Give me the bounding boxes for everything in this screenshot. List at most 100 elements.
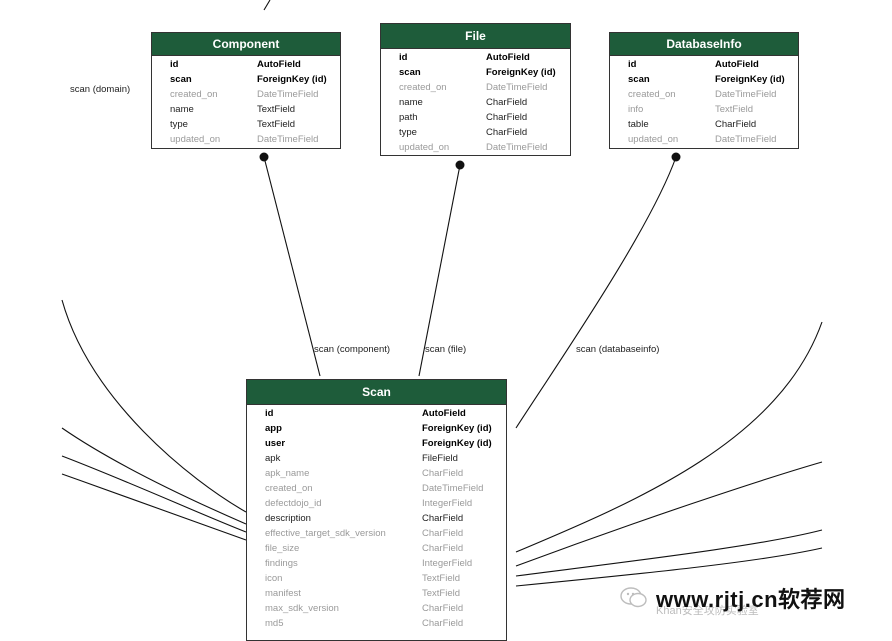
field-type: ForeignKey (id) [257, 74, 327, 85]
field-type: CharField [422, 468, 464, 479]
entity-title-scan: Scan [247, 380, 506, 405]
field-name: scan [628, 74, 650, 85]
field-name: manifest [265, 588, 301, 599]
field-type: AutoField [257, 59, 301, 70]
field-name: name [399, 97, 423, 108]
edge-right-4 [515, 547, 823, 587]
field-row: id AutoField [247, 406, 506, 421]
field-type: IntegerField [422, 498, 473, 509]
field-name: created_on [170, 89, 218, 100]
field-type: TextField [257, 119, 296, 130]
field-type: CharField [486, 127, 528, 138]
field-type: DateTimeField [257, 134, 319, 145]
field-type: CharField [486, 97, 528, 108]
field-type: TextField [715, 104, 754, 115]
field-name: name [170, 104, 194, 115]
field-type: AutoField [422, 408, 466, 419]
field-type: DateTimeField [257, 89, 319, 100]
field-type: AutoField [486, 52, 530, 63]
edge-left-4 [61, 473, 247, 541]
edge-right-1 [515, 321, 823, 553]
edge-file-scan [418, 164, 461, 377]
edge-left-2 [61, 427, 247, 525]
field-row: app ForeignKey (id) [247, 421, 506, 436]
field-row: apk FileField [247, 451, 506, 466]
field-name: effective_target_sdk_version [265, 528, 386, 539]
edge-left-3 [61, 455, 247, 533]
field-name: updated_on [399, 142, 450, 153]
field-type: CharField [422, 528, 464, 539]
edge-databaseinfo-scan [515, 156, 677, 429]
field-name: user [265, 438, 286, 449]
field-type: CharField [422, 603, 464, 614]
edge-left-1 [61, 299, 247, 513]
field-name: id [399, 52, 408, 63]
field-name: icon [265, 573, 283, 584]
field-name: max_sdk_version [265, 603, 339, 614]
field-name: apk [265, 453, 281, 464]
field-type: ForeignKey (id) [422, 423, 492, 434]
field-type: DateTimeField [486, 142, 548, 153]
field-row: manifest TextField [247, 586, 506, 601]
field-type: TextField [422, 588, 461, 599]
field-name: description [265, 513, 311, 524]
field-name: scan [170, 74, 192, 85]
field-type: CharField [422, 543, 464, 554]
field-name: file_size [265, 543, 300, 554]
edge-right-2 [515, 461, 823, 567]
field-name: info [628, 104, 644, 115]
field-name: id [265, 408, 274, 419]
field-row: effective_target_sdk_version CharField [247, 526, 506, 541]
watermark-text: www.rjtj.cn软荐网 [656, 587, 846, 612]
field-name: defectdojo_id [265, 498, 322, 509]
field-name: type [170, 119, 188, 130]
field-row: name CharField [381, 95, 570, 110]
field-type: FileField [422, 453, 458, 464]
field-name: app [265, 423, 282, 434]
field-type: AutoField [715, 59, 759, 70]
field-row: file_size CharField [247, 541, 506, 556]
entity-title-file: File [381, 24, 570, 49]
field-type: ForeignKey (id) [422, 438, 492, 449]
field-type: DateTimeField [715, 89, 777, 100]
field-type: DateTimeField [715, 134, 777, 145]
field-type: TextField [422, 573, 461, 584]
field-row: created_on DateTimeField [381, 80, 570, 95]
field-row: type TextField [152, 117, 340, 132]
field-type: TextField [257, 104, 296, 115]
field-row: id AutoField [381, 50, 570, 65]
edge-top-offscreen [263, 0, 271, 11]
field-row: created_on DateTimeField [152, 87, 340, 102]
field-name: updated_on [628, 134, 679, 145]
field-list: id AutoField scan ForeignKey (id) created_on… [152, 56, 340, 147]
field-row: user ForeignKey (id) [247, 436, 506, 451]
connector-dot-component [259, 152, 269, 162]
edge-label-scan-component: scan (component) [314, 344, 391, 355]
field-name: id [170, 59, 179, 70]
field-type: DateTimeField [486, 82, 548, 93]
edge-label-scan-domain: scan (domain) [70, 84, 131, 95]
entity-title-databaseinfo: DatabaseInfo [610, 33, 798, 56]
field-name: created_on [399, 82, 447, 93]
field-row: updated_on DateTimeField [381, 140, 570, 155]
watermark-subtext: Khan安全攻防实验室 [656, 605, 759, 617]
field-name: findings [265, 558, 298, 569]
edge-component-scan [263, 156, 321, 377]
